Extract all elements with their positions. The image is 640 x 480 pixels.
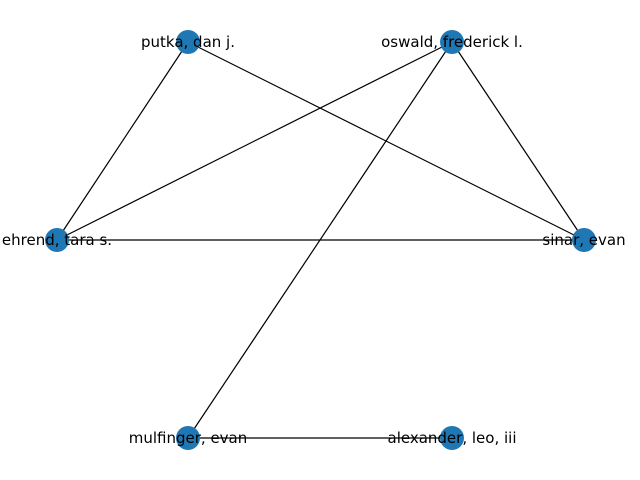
node-oswald	[440, 30, 464, 54]
node-label-sinar: sinar, evan	[542, 231, 625, 249]
node-label-putka: putka, dan j.	[141, 33, 235, 51]
node-label-behrend: ehrend, tara s.	[2, 231, 112, 249]
edge-oswald-sinar	[451, 41, 585, 241]
edge-putka-behrend	[56, 41, 189, 241]
edge-layer	[56, 41, 585, 439]
node-putka	[176, 30, 200, 54]
node-behrend	[45, 228, 69, 252]
node-mulfinger	[176, 426, 200, 450]
node-layer	[45, 30, 596, 450]
label-layer: putka, dan j. oswald, frederick l. ehrend,…	[2, 33, 626, 447]
node-label-mulfinger: mulfinger, evan	[129, 429, 248, 447]
node-label-oswald: oswald, frederick l.	[381, 33, 523, 51]
node-label-alexander: alexander, leo, iii	[388, 429, 517, 447]
node-alexander	[440, 426, 464, 450]
node-sinar	[572, 228, 596, 252]
edge-oswald-behrend	[56, 41, 453, 241]
